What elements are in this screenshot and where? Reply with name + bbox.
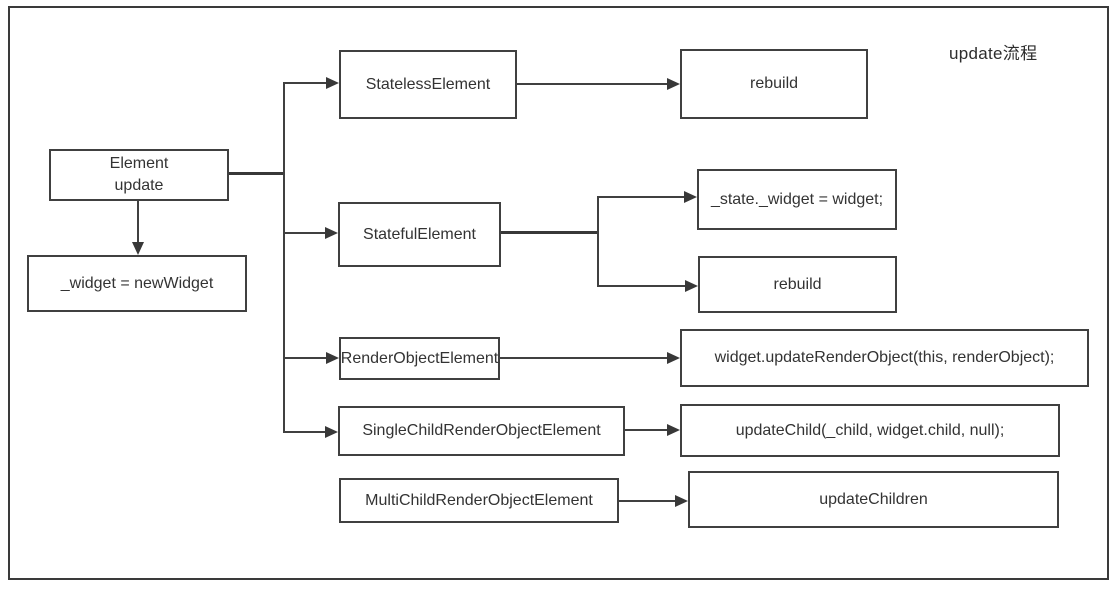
arrowhead-to-widget-assign (132, 242, 144, 255)
node-update-render-object: widget.updateRenderObject(this, renderOb… (680, 329, 1089, 387)
connector-stateful-fork (597, 197, 599, 287)
node-stateful-element: StatefulElement (338, 202, 501, 267)
node-widget-assign: _widget = newWidget (27, 255, 247, 312)
connector-to-stateless (283, 82, 328, 84)
arrowhead-stateless-to-rebuild (667, 78, 680, 90)
connector-to-single-child (283, 431, 327, 433)
node-element-update: Element update (49, 149, 229, 201)
connector-branch-trunk (283, 83, 285, 433)
node-update-children: updateChildren (688, 471, 1059, 528)
connector-stateless-to-rebuild (517, 83, 669, 85)
node-state-widget-assign: _state._widget = widget; (697, 169, 897, 230)
diagram-title: update流程 (949, 44, 1038, 63)
connector-render-object-out (500, 357, 668, 359)
arrowhead-to-render-object (326, 352, 339, 364)
connector-single-child-out (625, 429, 669, 431)
connector-stateful-out (501, 231, 599, 234)
arrowhead-to-rebuild-stateful (685, 280, 698, 292)
node-multi-child-render-object-element: MultiChildRenderObjectElement (339, 478, 619, 523)
arrowhead-to-stateless (326, 77, 339, 89)
node-rebuild-stateful: rebuild (698, 256, 897, 313)
arrowhead-to-update-child (667, 424, 680, 436)
connector-to-rebuild-stateful (597, 285, 687, 287)
connector-element-update-out (229, 172, 285, 175)
node-render-object-element: RenderObjectElement (339, 337, 500, 380)
node-single-child-render-object-element: SingleChildRenderObjectElement (338, 406, 625, 456)
arrowhead-to-update-children (675, 495, 688, 507)
arrowhead-to-stateful (325, 227, 338, 239)
arrowhead-to-state-widget-assign (684, 191, 697, 203)
connector-multi-child-out (619, 500, 677, 502)
connector-to-render-object (283, 357, 328, 359)
connector-to-stateful (283, 232, 327, 234)
connector-element-update-down (137, 201, 139, 244)
arrowhead-to-update-render-object (667, 352, 680, 364)
node-rebuild-stateless: rebuild (680, 49, 868, 119)
node-update-child: updateChild(_child, widget.child, null); (680, 404, 1060, 457)
connector-to-state-widget-assign (597, 196, 686, 198)
arrowhead-to-single-child (325, 426, 338, 438)
node-stateless-element: StatelessElement (339, 50, 517, 119)
